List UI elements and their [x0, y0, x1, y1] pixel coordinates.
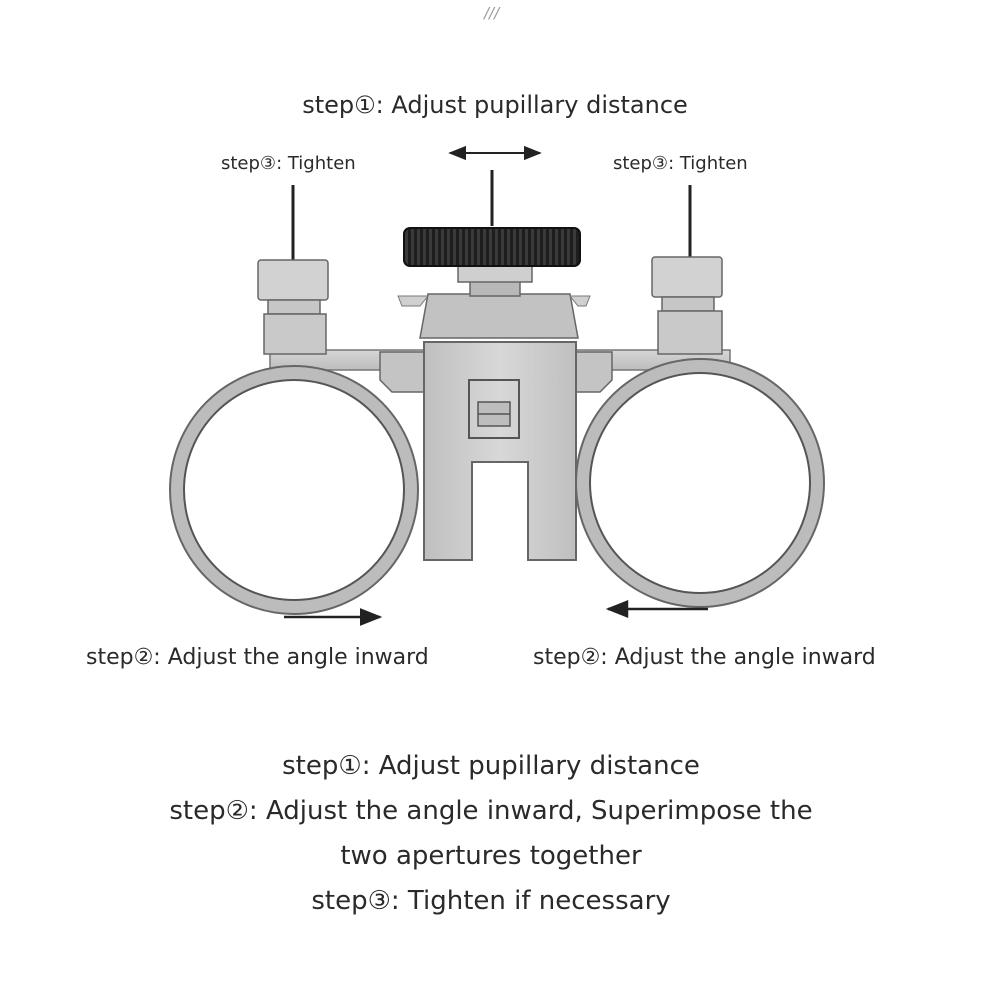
instruction-line: step①: Adjust pupillary distance [282, 751, 700, 781]
instruction-line: two apertures together [340, 841, 642, 871]
pupillary-adjust-knob [403, 227, 581, 267]
lens-right [575, 358, 825, 608]
step1-callout: step①: Adjust pupillary distance [302, 91, 688, 119]
angle-callout-left: step②: Adjust the angle inward [86, 645, 429, 670]
instruction-line: step③: Tighten if necessary [311, 886, 671, 916]
top-housing [419, 293, 579, 339]
tighten-screw-right [651, 256, 723, 355]
top-housing-flange [397, 295, 591, 307]
instructions-block: step①: Adjust pupillary distance step②: … [0, 744, 982, 924]
lens-left [169, 365, 419, 615]
center-clip-plate [423, 341, 577, 561]
tighten-callout-right: step③: Tighten [613, 153, 748, 174]
instruction-line: step②: Adjust the angle inward, Superimp… [169, 796, 813, 826]
tighten-screw-left [257, 259, 329, 355]
top-mark: /// [484, 4, 500, 22]
bridge-shoulder-left [379, 351, 431, 393]
clip-slot [468, 379, 520, 439]
tighten-callout-left: step③: Tighten [221, 153, 356, 174]
angle-callout-right: step②: Adjust the angle inward [533, 645, 876, 670]
